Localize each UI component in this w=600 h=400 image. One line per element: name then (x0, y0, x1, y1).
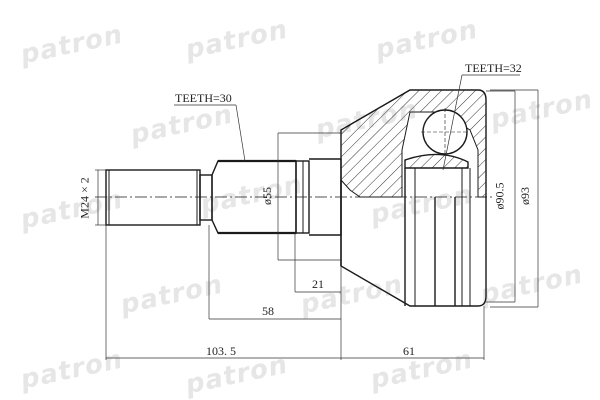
teeth-shaft-label: TEETH=30 (175, 91, 232, 105)
thread-label: M24 × 2 (77, 177, 92, 219)
len-bell-label: 61 (403, 344, 415, 358)
len-total-label: 103. 5 (206, 344, 236, 358)
thread-stub (105, 169, 201, 226)
len-58-label: 58 (262, 304, 274, 318)
dia-outer-label: ø93 (518, 187, 532, 205)
len-21-label: 21 (312, 277, 324, 291)
dia-spline-label: ø55 (260, 187, 274, 205)
dia-inner-label: ø90.5 (492, 182, 507, 210)
teeth-bell-label: TEETH=32 (465, 61, 522, 75)
